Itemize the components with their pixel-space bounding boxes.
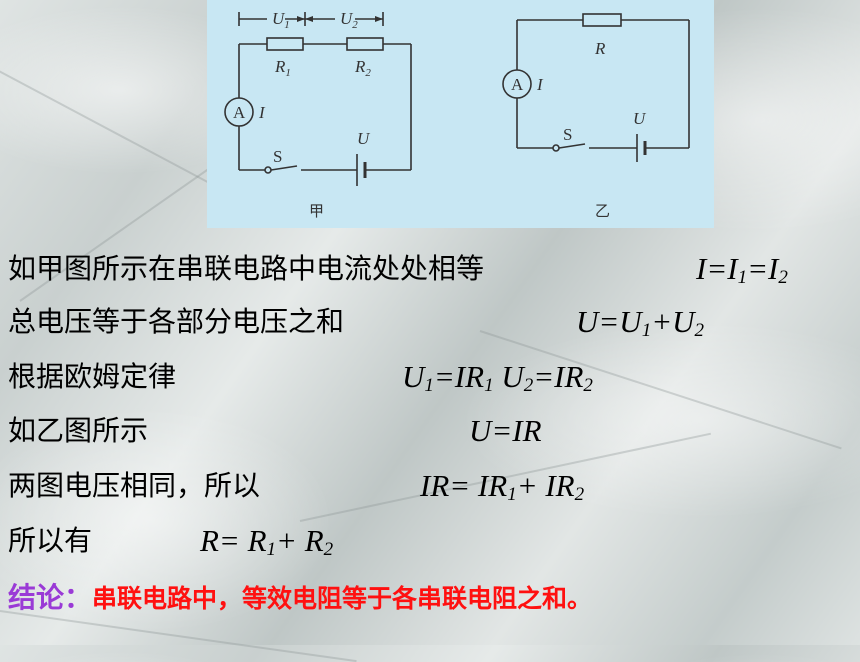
ammeter-icon-right: A [511,75,524,94]
line-5: 两图电压相同，所以 IR= IR1+ IR2 [8,466,584,506]
label-u2: U2 [340,9,358,31]
line-5-text: 两图电压相同，所以 [8,469,261,502]
line-4-equation: U=IR [469,413,542,448]
line-2-equation: U=U1+U2 [576,304,705,341]
line-6: 所以有 R= R1+ R2 [8,521,333,561]
label-voltage-right: U [633,109,647,128]
line-3-text: 根据欧姆定律 [8,360,177,393]
conclusion: 结论：串联电路中，等效电阻等于各串联电阻之和。 [8,578,592,618]
line-6-equation: R= R1+ R2 [200,523,334,560]
circuit-diagrams: U1 U2 R1 R2 I U R I U A A S S 甲 乙 [224,9,690,220]
ammeter-icon-left: A [233,103,246,122]
caption-left: 甲 [309,202,324,220]
line-4-text: 如乙图所示 [8,414,149,447]
label-voltage-left: U [357,129,371,148]
conclusion-text: 串联电路中，等效电阻等于各串联电阻之和。 [92,584,593,613]
label-current-right: I [536,75,544,94]
line-1: 如甲图所示在串联电路中电流处处相等 I=I1=I2 [8,249,788,289]
label-r: R [594,39,606,58]
label-current-left: I [258,103,266,122]
line-3-equation: U1=IR1 U2=IR2 [402,359,593,396]
label-switch-right: S [563,125,572,144]
conclusion-label: 结论： [8,581,93,614]
line-1-equation: I=I1=I2 [696,251,788,288]
label-r1: R1 [274,57,291,79]
caption-right: 乙 [595,202,610,220]
series-circuit [224,12,412,186]
single-resistor-circuit [502,13,690,162]
line-5-equation: IR= IR1+ IR2 [420,468,585,505]
line-3: 根据欧姆定律 U1=IR1 U2=IR2 [8,357,593,397]
line-2-text: 总电压等于各部分电压之和 [8,305,345,338]
line-4: 如乙图所示 U=IR [8,411,542,451]
circuit-figure: U1 U2 R1 R2 I U R I U A A S S 甲 乙 [207,0,714,228]
line-6-text: 所以有 [8,524,93,557]
line-2: 总电压等于各部分电压之和 U=U1+U2 [8,302,704,342]
label-r2: R2 [354,57,371,79]
label-switch-left: S [273,147,282,166]
label-u1: U1 [272,9,290,31]
line-1-text: 如甲图所示在串联电路中电流处处相等 [8,252,485,285]
